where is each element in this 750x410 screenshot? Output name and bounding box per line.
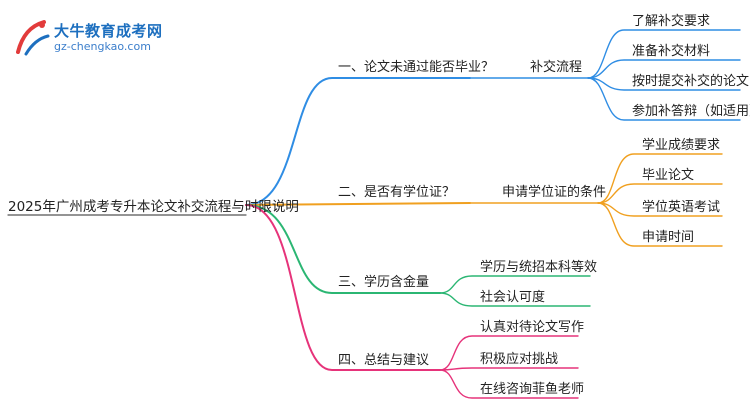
branch-1-leaf: 了解补交要求 <box>632 14 711 29</box>
branch-2-sub: 申请学位证的条件 <box>502 185 607 200</box>
branch-4-leaf-link <box>439 369 579 399</box>
branch-1-leaf-link <box>587 59 741 79</box>
branch-2-label: 二、是否有学位证？ <box>338 185 456 200</box>
branch-2-leaf-link <box>597 183 723 204</box>
branch-4-leaf-link <box>439 367 579 371</box>
branch-1-leaf: 按时提交补交的论文 <box>632 74 750 89</box>
brand-logo: 大牛教育成考网 gz-chengkao.com <box>12 16 172 60</box>
branch-4-leaf: 积极应对挑战 <box>480 352 559 367</box>
branch-1-leaf-link <box>587 77 741 121</box>
brand-url: gz-chengkao.com <box>54 40 151 53</box>
branch-4-leaf: 认真对待论文写作 <box>480 320 585 335</box>
branch-1-leaf: 参加补答辩（如适用） <box>632 104 750 119</box>
branch-3-leaf-link <box>439 292 591 307</box>
branch-4-leaf-link <box>439 335 579 371</box>
brand-title: 大牛教育成考网 <box>54 22 163 40</box>
branch-4-label: 四、总结与建议 <box>338 353 430 368</box>
branch-1-leaf-link <box>587 77 741 91</box>
branch-3-leaf-link <box>439 275 591 294</box>
branch-2-leaf-link <box>597 153 723 204</box>
root-topic: 2025年广州成考专升本论文补交流程与时限说明 <box>8 199 299 215</box>
branch-2-leaf-link <box>597 202 723 217</box>
branch-3-label: 三、学历含金量 <box>338 275 430 290</box>
branch-3-leaf: 学历与统招本科等效 <box>480 260 598 275</box>
branch-1-leaf: 准备补交材料 <box>632 44 711 59</box>
branch-3-link <box>245 204 441 294</box>
branch-2-leaf: 学位英语考试 <box>642 200 721 215</box>
branch-4-link <box>245 204 441 371</box>
branch-3-leaf: 社会认可度 <box>480 290 546 305</box>
branch-2-leaf: 学业成绩要求 <box>642 138 721 153</box>
branch-2-link <box>245 202 471 206</box>
branch-1-sub: 补交流程 <box>530 60 583 75</box>
branch-2-leaf: 毕业论文 <box>642 168 695 183</box>
branch-1-link <box>245 77 471 206</box>
brand-mark-icon <box>16 20 50 56</box>
branch-1-leaf-link <box>587 29 741 79</box>
branch-2-leaf-link <box>597 202 723 247</box>
branch-1-label: 一、论文未通过能否毕业？ <box>338 60 495 75</box>
branch-2-leaf: 申请时间 <box>642 230 695 245</box>
branch-4-leaf: 在线咨询菲鱼老师 <box>480 382 585 397</box>
